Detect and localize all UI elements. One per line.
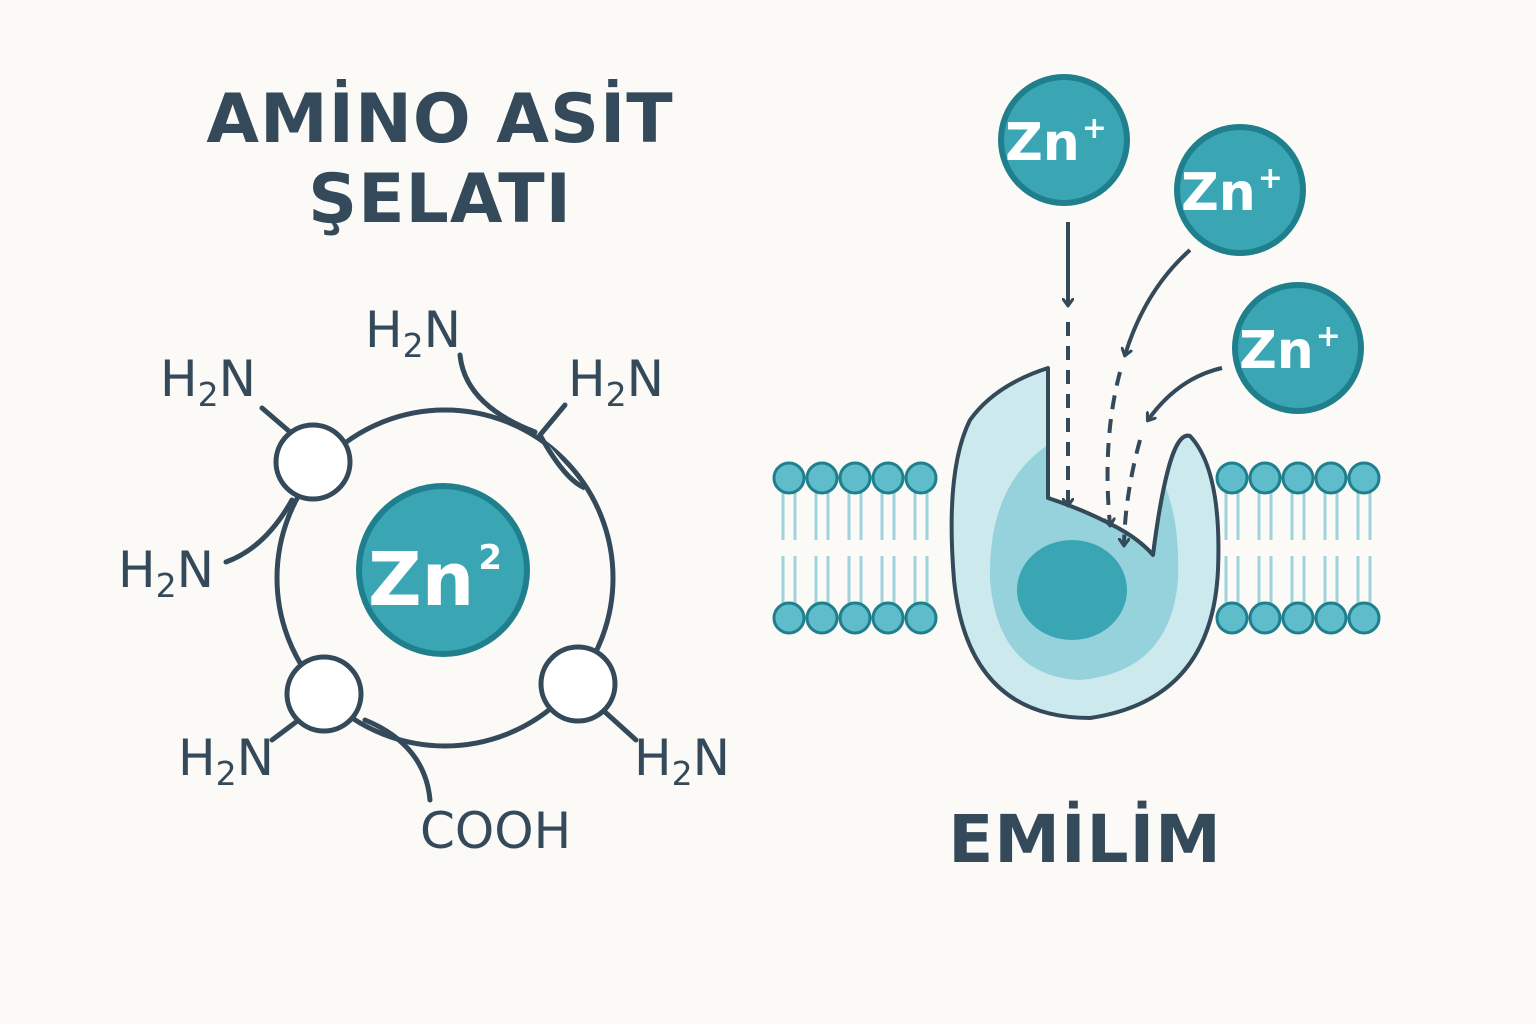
svg-text:Zn+: Zn+ <box>1239 319 1341 381</box>
lipid-head <box>1314 601 1348 635</box>
lipid-head <box>871 601 905 635</box>
chelate-title-line1: AMİNO ASİT <box>206 80 674 159</box>
lipid-head <box>838 601 872 635</box>
transport-protein-core <box>1017 540 1127 640</box>
lipid-tails-bottom <box>781 556 1372 604</box>
bond-cooh <box>362 717 433 803</box>
bond-lower-right <box>602 709 639 743</box>
lipid-heads-bottom <box>772 601 1381 635</box>
chelate-title-line2: ŞELATI <box>308 160 572 239</box>
free-zinc-ion-3: Zn+ <box>1232 282 1364 414</box>
ligand-label-upper-left: H2N <box>160 350 256 414</box>
lipid-head <box>805 601 839 635</box>
arrow-dashed-2 <box>1108 371 1122 525</box>
lipid-tails-top <box>781 492 1372 540</box>
cell-membrane <box>772 461 1381 635</box>
ligand-label-lower-left: H2N <box>178 729 274 793</box>
lipid-head <box>904 461 938 495</box>
lipid-head <box>1215 601 1249 635</box>
carboxyl-label: COOH <box>420 802 571 860</box>
lipid-head <box>904 601 938 635</box>
chelate-ring <box>274 407 616 749</box>
absorption-title: EMİLİM <box>948 801 1222 878</box>
ligand-node-bottom-right <box>538 644 618 724</box>
free-zinc-ion-2: Zn+ <box>1174 124 1306 256</box>
lipid-head <box>1248 461 1282 495</box>
bond-top <box>457 352 538 435</box>
lipid-head <box>1215 461 1249 495</box>
arrow-solid-3 <box>1148 366 1223 420</box>
ligand-label-top: H2N <box>365 301 461 365</box>
ligand-label-mid-left: H2N <box>118 541 214 605</box>
bond-upper-left <box>259 405 293 435</box>
ion-pathways <box>1068 222 1223 545</box>
bond-mid-left <box>223 497 295 565</box>
lipid-head <box>1281 601 1315 635</box>
lipid-head <box>772 601 806 635</box>
bond-top-right <box>537 402 568 438</box>
ligand-label-lower-right: H2N <box>634 729 730 793</box>
lipid-head <box>772 461 806 495</box>
free-zinc-ion-1: Zn+ <box>998 74 1130 206</box>
ligand-node-top-left <box>273 422 353 502</box>
arrow-solid-2 <box>1125 248 1192 355</box>
zinc-ion-center <box>356 483 530 657</box>
lipid-head <box>1281 461 1315 495</box>
protein-channel-edge <box>1046 368 1191 557</box>
chelate-title: AMİNO ASİT ŞELATI <box>150 80 730 240</box>
ligand-node-bottom-left <box>284 654 364 734</box>
transport-protein <box>949 366 1221 720</box>
svg-text:Zn+: Zn+ <box>1181 161 1283 223</box>
lipid-heads-top <box>772 461 1381 495</box>
lipid-head <box>1347 461 1381 495</box>
ligand-label-upper-right: H2N <box>568 350 664 414</box>
svg-text:Zn+: Zn+ <box>1005 111 1107 173</box>
lipid-head <box>805 461 839 495</box>
bond-lower-left <box>269 719 299 743</box>
ring-notch <box>537 433 587 491</box>
lipid-head <box>871 461 905 495</box>
arrow-dashed-3 <box>1124 439 1142 545</box>
lipid-head <box>1314 461 1348 495</box>
lipid-head <box>1347 601 1381 635</box>
lipid-head <box>1248 601 1282 635</box>
lipid-head <box>838 461 872 495</box>
